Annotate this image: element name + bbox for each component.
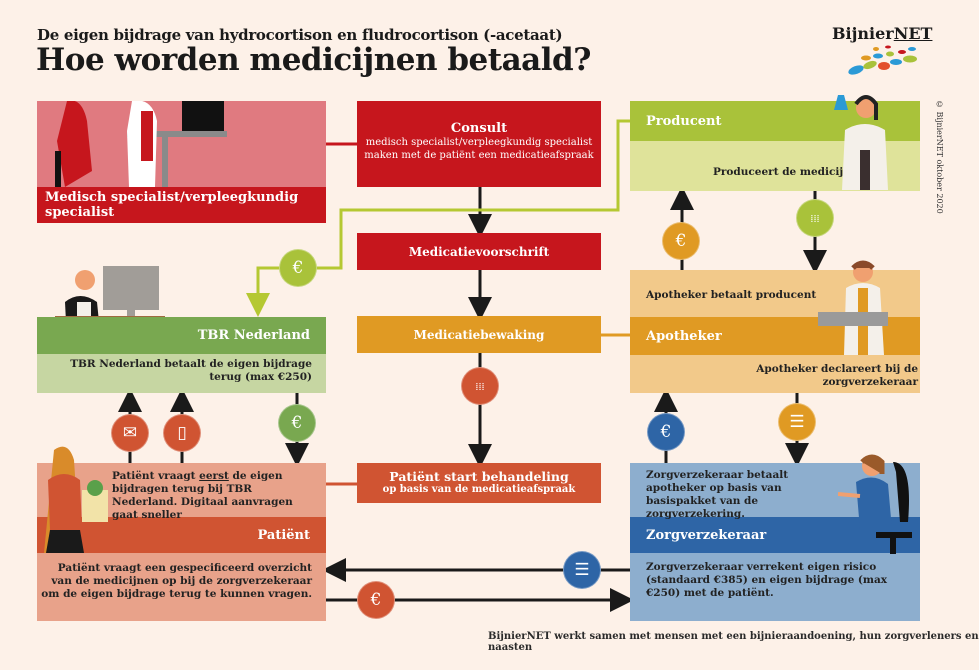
tbr-label: TBR Nederland xyxy=(37,317,326,354)
consult-box: Consult medisch specialist/verpleegkundi… xyxy=(357,101,601,187)
copyright: © BijnierNET oktober 2020 xyxy=(935,100,944,214)
patient-shopper-icon xyxy=(44,446,108,553)
subtitle: De eigen bijdrage van hydrocortison en f… xyxy=(37,26,563,44)
coins-icon: € xyxy=(279,249,317,287)
medicatiebewaking-box: Medicatiebewaking xyxy=(357,316,601,353)
consult-line-2: maken met de patiënt een medicatieafspra… xyxy=(364,150,594,161)
patient-text-top-post: de eigen bijdragen terug bij TBR Nederla… xyxy=(112,470,293,521)
brand-logo: BijnierNET xyxy=(832,24,932,43)
brand-suffix: NET xyxy=(893,24,933,43)
pharmacist-icon xyxy=(818,260,888,355)
pills-icon: ⁞⁞⁞ xyxy=(796,199,834,237)
consult-scene-icon xyxy=(55,100,227,187)
start-title: Patiënt start behandeling xyxy=(389,469,569,484)
coins-icon: € xyxy=(662,222,700,260)
patient-label: Patiënt xyxy=(37,517,326,553)
start-subtitle: op basis van de medicatieafspraak xyxy=(382,484,576,495)
tbr-body xyxy=(37,354,326,393)
patient-text-bottom: Patiënt vraagt een gespecificeerd overzi… xyxy=(41,562,312,600)
producent-text: Produceert de medicijnen xyxy=(713,166,866,178)
patient-text-top-pre: Patiënt vraagt xyxy=(112,470,200,482)
line-producent-tbr xyxy=(246,119,630,317)
tablet-icon: ▯ xyxy=(163,414,201,452)
document-icon: ☰ xyxy=(563,551,601,589)
zorgverzekeraar-text-bottom: Zorgverzekeraar verrekent eigen risico (… xyxy=(646,561,888,599)
brand-dots-icon xyxy=(848,45,917,75)
coins-icon: € xyxy=(357,581,395,619)
medicatievoorschrift-box: Medicatievoorschrift xyxy=(357,233,601,270)
patient-text-top-em: eerst xyxy=(199,470,229,482)
patient-start-box: Patiënt start behandeling op basis van d… xyxy=(357,463,601,503)
apotheker-text-top: Apotheker betaalt producent xyxy=(646,289,817,301)
patient-text-top: Patiënt vraagt eerst de eigen bijdragen … xyxy=(112,470,312,522)
medisch-specialist-illustration xyxy=(37,100,326,187)
tbr-text: TBR Nederland betaalt de eigen bijdrage … xyxy=(70,358,312,383)
zorgverzekeraar-text-top: Zorgverzekeraar betaalt apotheker op bas… xyxy=(646,469,789,520)
medisch-specialist-label: Medisch specialist/verpleegkundig specia… xyxy=(37,187,326,223)
apotheker-bottom xyxy=(630,355,920,393)
consult-title: Consult xyxy=(450,121,508,136)
document-icon: ☰ xyxy=(778,403,816,441)
scientist-icon xyxy=(834,95,888,190)
pills-icon: ⁞⁞⁞ xyxy=(461,367,499,405)
coins-icon: € xyxy=(278,404,316,442)
coins-icon: € xyxy=(647,413,685,451)
zorgverzekeraar-bottom xyxy=(630,553,920,621)
consult-line-1: medisch specialist/verpleegkundig specia… xyxy=(365,137,593,148)
envelope-icon: ✉ xyxy=(111,414,149,452)
footer-text: BijnierNET werkt samen met mensen met ee… xyxy=(488,631,979,653)
apotheker-text-bottom: Apotheker declareert bij de zorgverzeker… xyxy=(756,363,918,388)
page-title: Hoe worden medicijnen betaald? xyxy=(36,42,591,78)
insurer-worker-icon xyxy=(838,454,912,554)
brand-prefix: Bijnier xyxy=(832,24,894,43)
patient-bottom xyxy=(37,553,326,621)
